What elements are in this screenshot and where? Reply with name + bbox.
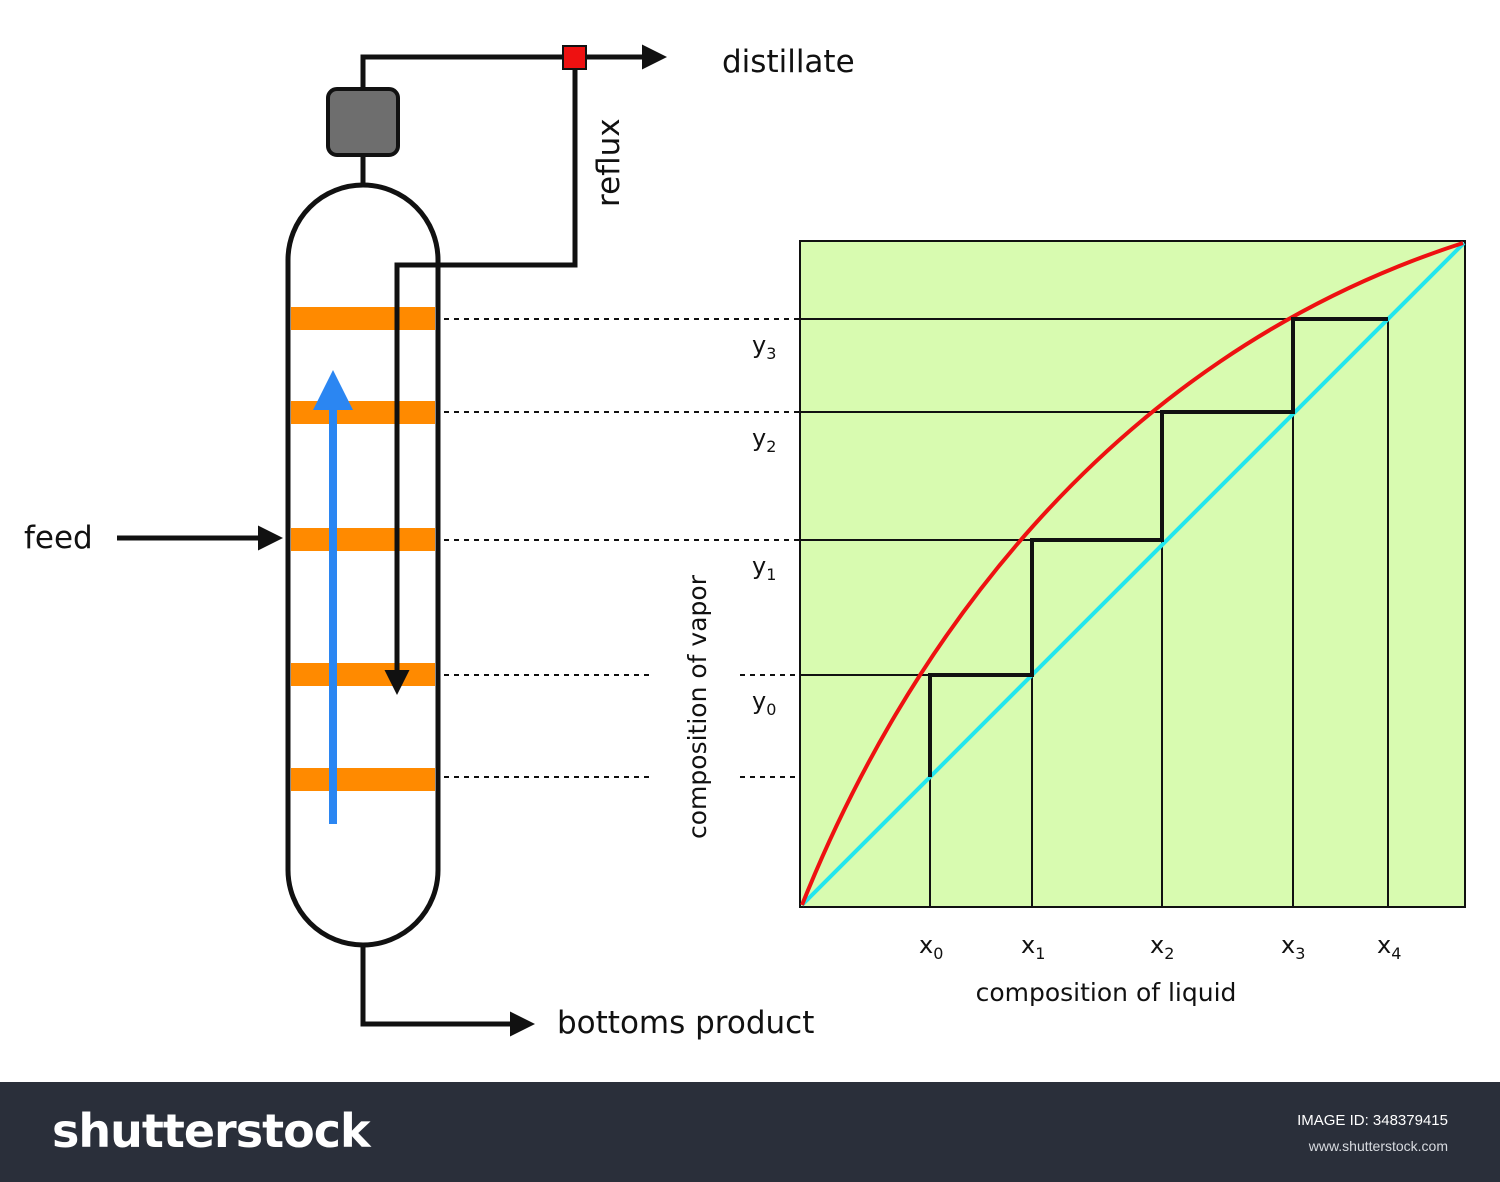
x4-label: x4 [1377,931,1401,963]
x2-label: x2 [1150,931,1174,963]
x-axis-title: composition of liquid [976,978,1237,1007]
reflux-valve [562,45,587,70]
distillate-label: distillate [722,44,855,80]
footer-bar: shutterstock IMAGE ID: 348379415 www.shu… [0,1082,1500,1182]
condenser [326,87,400,157]
operating-line [800,241,1466,907]
condensate-line [360,44,667,89]
chart-horizontal-lines [800,318,1293,676]
tray-4 [291,401,435,424]
site-url-text: www.shutterstock.com [1308,1138,1448,1154]
image-id-text: IMAGE ID: 348379415 [1297,1112,1448,1129]
y2-label: y2 [752,424,776,456]
feed-label: feed [24,520,93,556]
y1-label: y1 [752,552,776,584]
distillation-diagram: distillate reflux feed bottoms product [24,44,1466,1041]
brand-logo: shutterstock [52,1104,371,1158]
chart-vertical-lines [929,319,1389,907]
distillation-column [285,182,441,948]
tray-3 [291,528,435,551]
y0-label: y0 [752,687,776,719]
reflux-line [384,69,578,695]
y3-label: y3 [752,331,776,363]
x0-label: x0 [919,931,943,963]
tray-2 [291,663,435,686]
reflux-label: reflux [591,118,627,207]
y-axis-title: composition of vapor [683,574,712,839]
x3-label: x3 [1281,931,1305,963]
tray-5 [291,307,435,330]
bottoms-line [360,945,535,1037]
tray-1 [291,768,435,791]
equilibrium-curve [800,241,1464,906]
mccabe-thiele-chart: y3 y2 y1 y0 x0 x1 x2 x3 x4 composition o… [683,240,1466,1007]
x1-label: x1 [1021,931,1045,963]
bottoms-label: bottoms product [557,1005,814,1041]
stage-steps [928,317,1388,777]
